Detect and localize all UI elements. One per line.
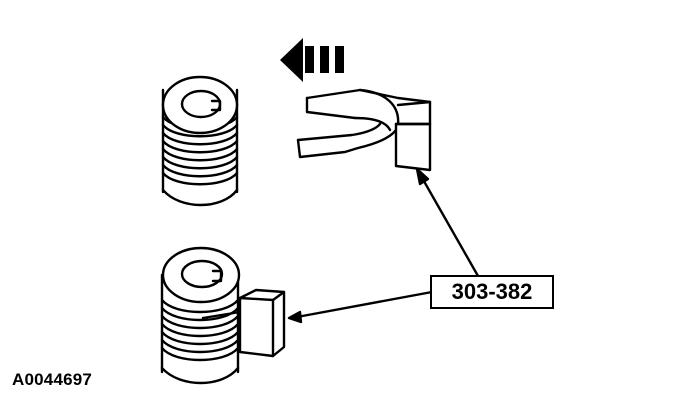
spring-compressor-tool <box>296 88 432 172</box>
upper-coil-spring <box>161 75 239 207</box>
lower-coil-spring <box>160 246 286 385</box>
arrow-left-icon <box>280 38 344 82</box>
figure-id-label: A0044697 <box>12 370 93 389</box>
leader-lines <box>287 167 480 324</box>
tool-number-callout: 303-382 <box>430 275 554 309</box>
